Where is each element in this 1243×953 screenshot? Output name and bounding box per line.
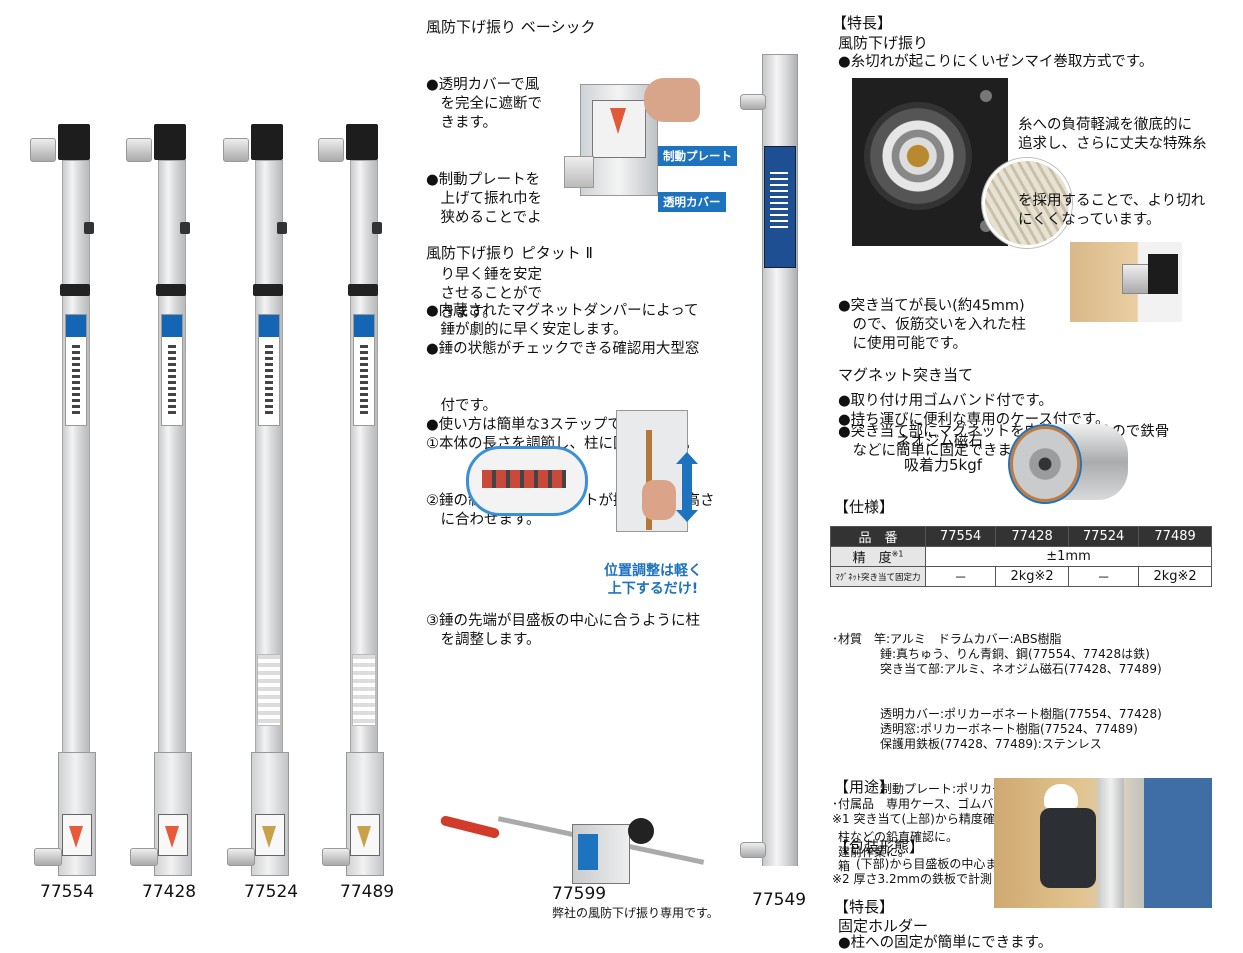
product-code: 77524 [244,882,299,902]
holder-features-subtitle: 固定ホルダー [838,917,929,935]
spec-row-label: 精 度※1 [830,546,926,567]
clear-cover-tag: 透明カバー [658,192,726,212]
product-77524-image [223,124,295,876]
usage-heading: 【用途】 [834,778,895,796]
holder-image [440,800,710,886]
features-paragraph: 糸への負荷軽減を徹底的に追求し、さらに丈夫な特殊糸 を採用することで、より切れに… [1018,117,1207,228]
pitatto-photo [466,410,716,560]
product-77428-image [126,124,198,876]
magnet-photo [1004,420,1144,504]
spec-heading: 【仕様】 [834,498,895,516]
pitatto-title: 風防下げ振り ピタット Ⅱ [426,244,593,262]
spec-row-label: ﾏｸﾞﾈｯﾄ突き当て固定力 [830,566,926,587]
thread-closeup [982,158,1072,248]
product-77554-image [30,124,102,876]
basic-description: ●透明カバーで風 を完全に遮断で きます。 ●制動プレートを 上げて振れ巾を 狭… [426,77,542,321]
usage-lines: 柱などの鉛直確認に。建前作業に。 [838,830,959,859]
features-subtitle: 風防下げ振り [838,34,929,52]
packing-heading: 【包装形態】 [834,838,925,856]
holder-caption: 弊社の風防下げ振り専用です。 [552,906,719,920]
product-code: 77554 [40,882,95,902]
spec-accuracy-row: 精 度※1 ±1mm [830,546,1212,567]
spec-col-header: 77554 [924,526,997,547]
magnet-label-force: 吸着力5kgf [904,456,983,474]
product-77489-image [318,124,390,876]
spec-col-header: 77489 [1138,526,1212,547]
spec-accuracy-value: ±1mm [925,546,1212,567]
spec-col-header: 品 番 [830,526,926,547]
holder-features-line: ●柱への固定が簡単にできます。 [838,935,1053,951]
spec-table: 品 番 77554 77428 77524 77489 精 度※1 ±1mm ﾏ… [830,526,1212,587]
basic-title: 風防下げ振り ベーシック [426,18,596,36]
product-code: 77428 [142,882,197,902]
spec-col-header: 77524 [1067,526,1140,547]
product-code: 77599 [552,884,607,904]
mount-photo [1070,242,1182,322]
basic-photo [562,74,704,202]
magnet-label-neodymium: ネオジム磁石 [896,434,983,450]
worker-photo [994,778,1212,908]
spec-cell: 2kg※2 [1138,566,1212,587]
spec-cell: － [1067,566,1140,587]
spec-col-header: 77428 [995,526,1069,547]
drum-photo [852,78,1008,246]
spec-cell: 2kg※2 [995,566,1069,587]
features-heading: 【特長】 [832,14,893,32]
product-code: 77489 [340,882,395,902]
packing-value: 箱 [838,859,851,873]
spec-magnet-row: ﾏｸﾞﾈｯﾄ突き当て固定力 － 2kg※2 － 2kg※2 [830,566,1212,587]
spec-cell: － [924,566,997,587]
ruler-image [740,54,800,866]
adjust-callout: 位置調整は軽く上下するだけ! [604,563,702,597]
spec-header-row: 品 番 77554 77428 77524 77489 [830,526,1212,547]
magnet-title: マグネット突き当て [838,366,974,384]
features-line1: ●糸切れが起こりにくいゼンマイ巻取方式です。 [838,54,1154,70]
pitatto-step3: ③錘の先端が目盛板の中心に合うように柱 を調整します。 [426,613,700,648]
product-code: 77549 [752,890,807,910]
brake-plate-tag: 制動プレート [658,146,737,166]
holder-features-heading: 【特長】 [834,898,895,916]
